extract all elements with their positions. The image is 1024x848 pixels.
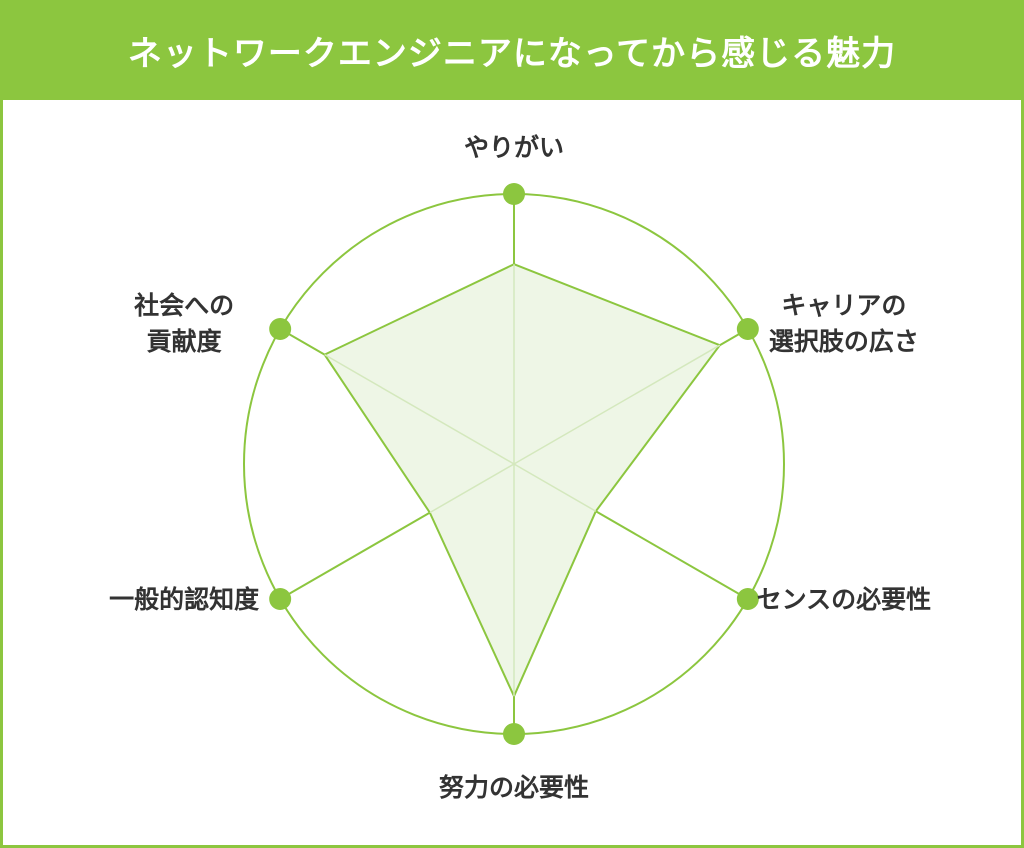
radar-axis-label: 社会への貢献度 bbox=[134, 291, 234, 356]
radar-axis-labels: やりがいキャリアの選択肢の広さセンスの必要性努力の必要性一般的認知度社会への貢献… bbox=[109, 133, 931, 802]
radar-inner-spoke bbox=[324, 354, 515, 465]
radar-axis-dot bbox=[736, 588, 759, 610]
header-banner: ネットワークエンジニアになってから感じる魅力 bbox=[0, 0, 1024, 100]
radar-spoke bbox=[595, 510, 749, 600]
radar-spoke bbox=[279, 511, 431, 600]
radar-data-area bbox=[323, 263, 722, 699]
radar-axis-label-line: センスの必要性 bbox=[757, 585, 932, 614]
radar-inner-spoke bbox=[429, 463, 515, 514]
radar-inner-spoke bbox=[513, 463, 597, 512]
radar-axis-label-line: 一般的認知度 bbox=[109, 585, 259, 614]
radar-axis-dot bbox=[503, 183, 525, 205]
radar-inner-spoke bbox=[513, 344, 721, 465]
radar-axis-dot bbox=[503, 723, 525, 745]
radar-axis-dot bbox=[269, 588, 292, 610]
radar-axis-dot bbox=[269, 318, 292, 340]
radar-axis-label-line: 社会への bbox=[134, 291, 234, 320]
radar-inner-lines bbox=[324, 264, 721, 697]
radar-axis-label-line: やりがい bbox=[464, 133, 564, 162]
radar-axis-dot bbox=[736, 318, 759, 340]
radar-axis-label: やりがい bbox=[464, 133, 564, 162]
radar-axis-label-line: 選択肢の広さ bbox=[769, 327, 919, 356]
page-title: ネットワークエンジニアになってから感じる魅力 bbox=[127, 33, 897, 74]
radar-axis-dots bbox=[269, 183, 759, 745]
radar-axis-label: 努力の必要性 bbox=[439, 773, 589, 802]
radar-axis-label-line: キャリアの bbox=[781, 291, 906, 320]
radar-axis-label: センスの必要性 bbox=[757, 585, 932, 614]
radar-axis-label-line: 努力の必要性 bbox=[439, 773, 589, 802]
radar-axis-label: キャリアの選択肢の広さ bbox=[769, 291, 919, 356]
radar-axis-label: 一般的認知度 bbox=[109, 585, 259, 614]
radar-axis-label-line: 貢献度 bbox=[147, 327, 222, 356]
